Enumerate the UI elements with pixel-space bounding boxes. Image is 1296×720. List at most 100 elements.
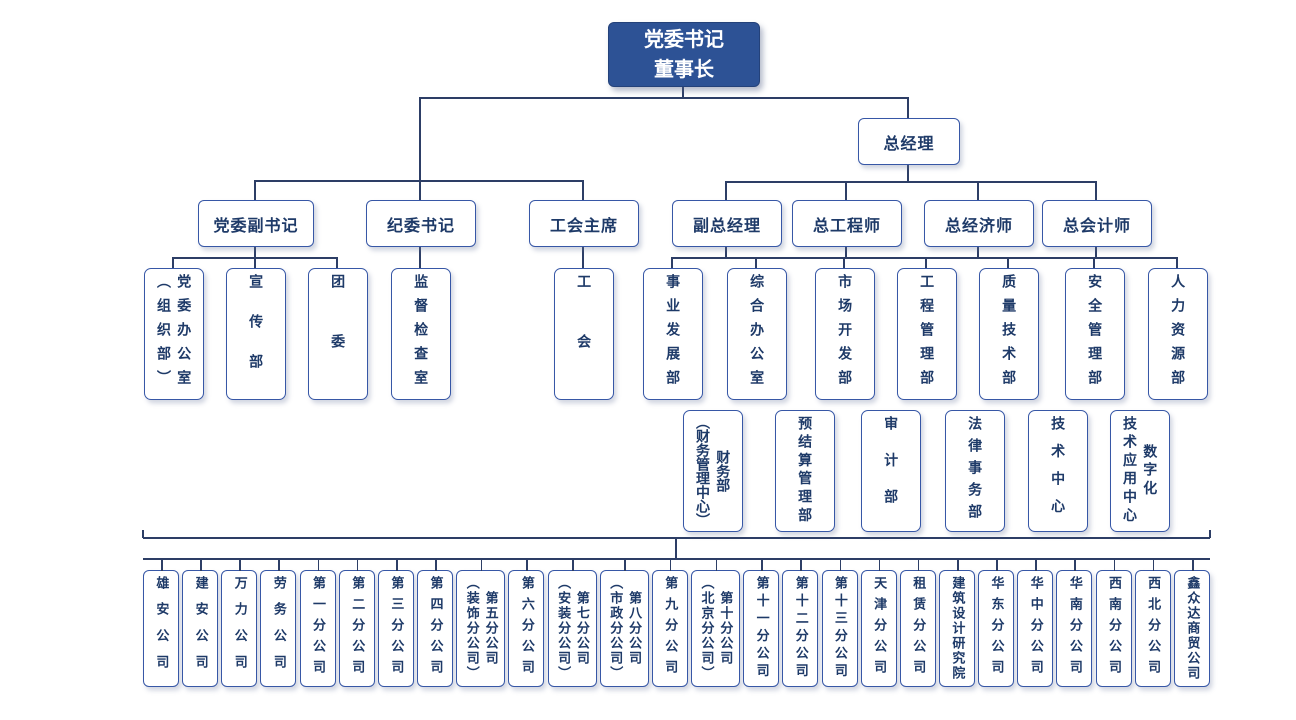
company-label: 第十分公司 （北京分公司） — [699, 576, 734, 681]
connector-line — [254, 257, 256, 268]
company-label: 鑫众达商贸公司 — [1185, 576, 1201, 681]
company-node: 第九分公司 — [651, 560, 688, 687]
connector-line — [1093, 257, 1095, 268]
node-deputy-general-manager: 副总经理 — [672, 200, 782, 247]
node-union-chairman: 工会主席 — [529, 200, 639, 247]
connector-line — [725, 245, 727, 258]
connector-line — [977, 181, 979, 200]
dept-market-development: 市场开发部 — [815, 268, 875, 400]
connector-line — [755, 257, 757, 268]
dept-human-resources: 人力资源部 — [1148, 268, 1208, 400]
dept-labor-union: 工会 — [554, 268, 614, 400]
company-label: 第九分公司 — [663, 576, 679, 681]
node-party-secretary-chairman: 党委书记 董事长 — [608, 22, 760, 87]
company-label: 第四分公司 — [428, 576, 444, 681]
company-label: 建筑设计研究院 — [950, 576, 966, 681]
company-node: 华东分公司 — [978, 560, 1015, 687]
bracket-tick-left — [142, 530, 144, 538]
company-node: 建筑设计研究院 — [938, 560, 975, 687]
dept-business-development: 事业发展部 — [643, 268, 703, 400]
company-node: 天津分公司 — [860, 560, 897, 687]
connector-line — [419, 97, 421, 181]
dept-label: 工会 — [576, 274, 593, 394]
dept-general-office: 综合办公室 — [727, 268, 787, 400]
company-node: 第七分公司 （安装分公司） — [547, 560, 597, 687]
connector-line — [1095, 181, 1097, 200]
dept-label: 财务部 （财务管理中心） — [695, 415, 732, 527]
dept-label: 审计部 — [883, 415, 900, 527]
bracket-line-bottom — [143, 558, 1210, 560]
dept-label: 数字化 技术应用中心 — [1122, 416, 1159, 526]
company-label: 第十三分公司 — [832, 576, 848, 681]
dept-label: 团委 — [330, 274, 347, 394]
company-label: 劳务公司 — [271, 575, 287, 682]
company-node: 第四分公司 — [417, 560, 454, 687]
dept-quality-technology: 质量技术部 — [979, 268, 1039, 400]
dept-label: 人力资源部 — [1170, 274, 1187, 394]
company-label: 第三分公司 — [389, 576, 405, 681]
dept-digitalization: 数字化 技术应用中心 — [1110, 410, 1170, 532]
connector-line — [419, 245, 421, 268]
connector-line — [671, 257, 673, 268]
company-node: 劳务公司 — [260, 560, 297, 687]
dept-supervision-inspection: 监督检查室 — [391, 268, 451, 400]
company-label: 华南分公司 — [1067, 576, 1083, 681]
company-node: 租赁分公司 — [899, 560, 936, 687]
dept-label: 事业发展部 — [665, 274, 682, 394]
connector-line — [1176, 257, 1178, 268]
dept-party-office: 党委办公室 （组织部） — [144, 268, 204, 400]
dept-technology-center: 技术中心 — [1028, 410, 1088, 532]
node-label: 总工程师 — [812, 217, 881, 235]
connector-line — [925, 257, 927, 268]
company-node: 华中分公司 — [1017, 560, 1054, 687]
connector-line — [725, 181, 727, 200]
company-label: 第八分公司 （市政分公司） — [608, 576, 643, 681]
company-node: 第六分公司 — [508, 560, 545, 687]
company-label: 万力公司 — [232, 575, 248, 682]
companies-row: 雄安公司 建安公司 万力公司 劳务公司 第一分公司 第二分公司 第三分公司 第四… — [143, 560, 1210, 687]
dept-label: 监督检查室 — [413, 274, 430, 394]
dept-label: 宣传部 — [248, 274, 265, 394]
company-label: 第十一分公司 — [754, 576, 770, 681]
dept-budget-settlement: 预结算管理部 — [775, 410, 835, 532]
company-node: 第三分公司 — [377, 560, 414, 687]
connector-line — [907, 163, 909, 181]
dept-label: 市场开发部 — [837, 274, 854, 394]
node-party-deputy-secretary: 党委副书记 — [198, 200, 314, 247]
connector-line — [907, 97, 909, 118]
company-label: 建安公司 — [193, 575, 209, 682]
dept-label: 党委办公室 （组织部） — [156, 274, 193, 394]
connector-line — [420, 97, 909, 99]
dept-safety-management: 安全管理部 — [1065, 268, 1125, 400]
company-node: 第十一分公司 — [743, 560, 780, 687]
node-label: 总经济师 — [944, 217, 1013, 235]
company-label: 雄安公司 — [154, 575, 170, 682]
company-node: 第八分公司 （市政分公司） — [599, 560, 649, 687]
company-node: 鑫众达商贸公司 — [1173, 560, 1210, 687]
company-node: 万力公司 — [221, 560, 258, 687]
company-node: 西北分公司 — [1134, 560, 1171, 687]
company-label: 第十二分公司 — [793, 576, 809, 681]
connector-line — [977, 245, 979, 258]
dept-propaganda: 宣传部 — [226, 268, 286, 400]
root-label: 党委书记 董事长 — [644, 28, 724, 81]
connector-line — [582, 180, 584, 200]
company-node: 雄安公司 — [143, 560, 179, 687]
connector-line — [682, 85, 684, 97]
dept-label: 工程管理部 — [919, 274, 936, 394]
bracket-tick-right — [1209, 530, 1211, 538]
connector-line — [726, 181, 1097, 183]
dept-project-management: 工程管理部 — [897, 268, 957, 400]
node-label: 总经理 — [883, 135, 935, 153]
company-label: 第七分公司 （安装分公司） — [556, 576, 590, 681]
node-discipline-secretary: 纪委书记 — [366, 200, 476, 247]
company-node: 第一分公司 — [299, 560, 336, 687]
dept-label: 技术中心 — [1050, 416, 1067, 526]
connector-line — [845, 181, 847, 200]
connector-line — [254, 180, 256, 200]
company-label: 华中分公司 — [1028, 576, 1044, 681]
dept-label: 法律事务部 — [967, 416, 984, 526]
node-label: 党委副书记 — [213, 217, 299, 235]
company-node: 第五分公司 （装饰分公司） — [456, 560, 506, 687]
dept-legal-affairs: 法律事务部 — [945, 410, 1005, 532]
